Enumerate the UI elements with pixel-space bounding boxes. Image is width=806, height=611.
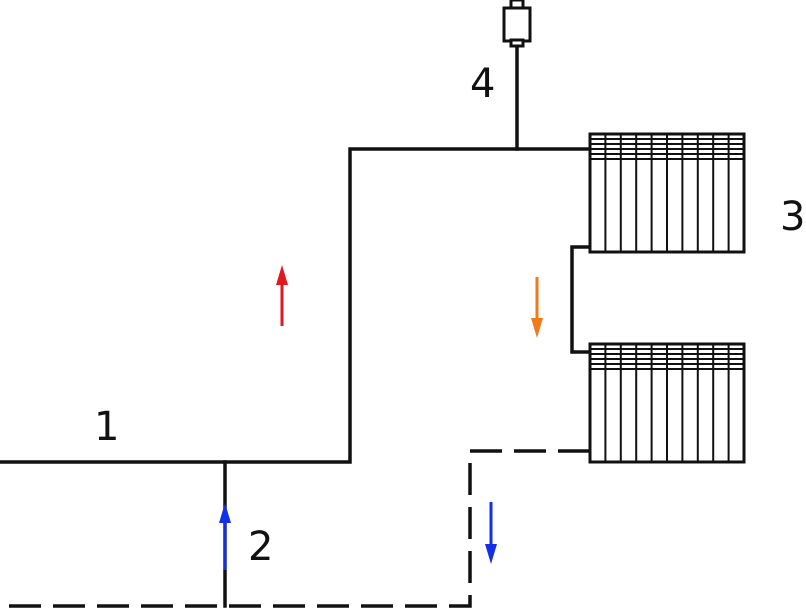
- radiator-link-pipe: [570, 245, 592, 354]
- down-arrow-icon: [485, 502, 497, 564]
- expansion-tank-neck: [509, 38, 525, 48]
- up-arrow-icon: [219, 503, 231, 570]
- supply-piping: [0, 42, 592, 608]
- label-radiators: 3: [780, 194, 805, 240]
- label-expansion-tank: 4: [470, 61, 495, 107]
- supply-main-pipe: [0, 147, 592, 464]
- label-return-riser: 2: [248, 524, 273, 570]
- arrow-head: [531, 318, 543, 338]
- radiator-lower: [588, 342, 746, 464]
- expansion-tank-body: [502, 6, 532, 43]
- expansion-tank: [502, 0, 532, 48]
- label-supply-main: 1: [94, 404, 119, 450]
- return-main-pipe: [0, 449, 590, 608]
- radiator-upper: [588, 132, 746, 254]
- down-arrow-icon: [531, 277, 543, 338]
- return-piping: [0, 449, 590, 608]
- arrow-head: [485, 544, 497, 564]
- up-arrow-icon: [276, 265, 288, 326]
- arrow-head: [276, 265, 288, 285]
- arrow-head: [219, 503, 231, 523]
